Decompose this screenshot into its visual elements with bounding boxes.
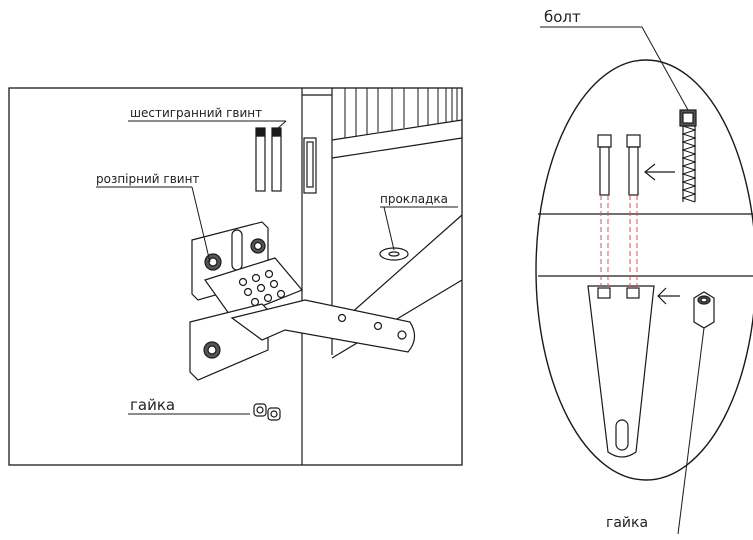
detail-bolt xyxy=(679,109,697,203)
label-bolt: болт xyxy=(544,8,581,26)
dashed-guides xyxy=(600,195,638,288)
detail-nut xyxy=(693,291,715,329)
upper-bracket xyxy=(191,221,303,319)
label-gasket: прокладка xyxy=(380,192,448,206)
nuts xyxy=(253,403,281,421)
leader-lines xyxy=(96,120,458,415)
detail-oval xyxy=(535,59,753,481)
label-nut-right: гайка xyxy=(606,515,648,531)
label-hex-screw: шестигранний гвинт xyxy=(130,106,262,120)
label-expansion-screw: розпірний гвинт xyxy=(96,172,199,186)
label-nut-left: гайка xyxy=(130,396,175,414)
detail-screws xyxy=(597,134,641,196)
post-slot-plate xyxy=(303,137,317,194)
left-panel xyxy=(8,87,463,466)
left-panel-frame xyxy=(8,87,463,466)
fence-slats xyxy=(344,88,458,138)
strap-arm xyxy=(230,299,416,353)
wall-post xyxy=(301,88,463,465)
hex-screws xyxy=(255,127,282,192)
right-panel xyxy=(535,26,753,535)
detail-bracket xyxy=(587,285,655,458)
